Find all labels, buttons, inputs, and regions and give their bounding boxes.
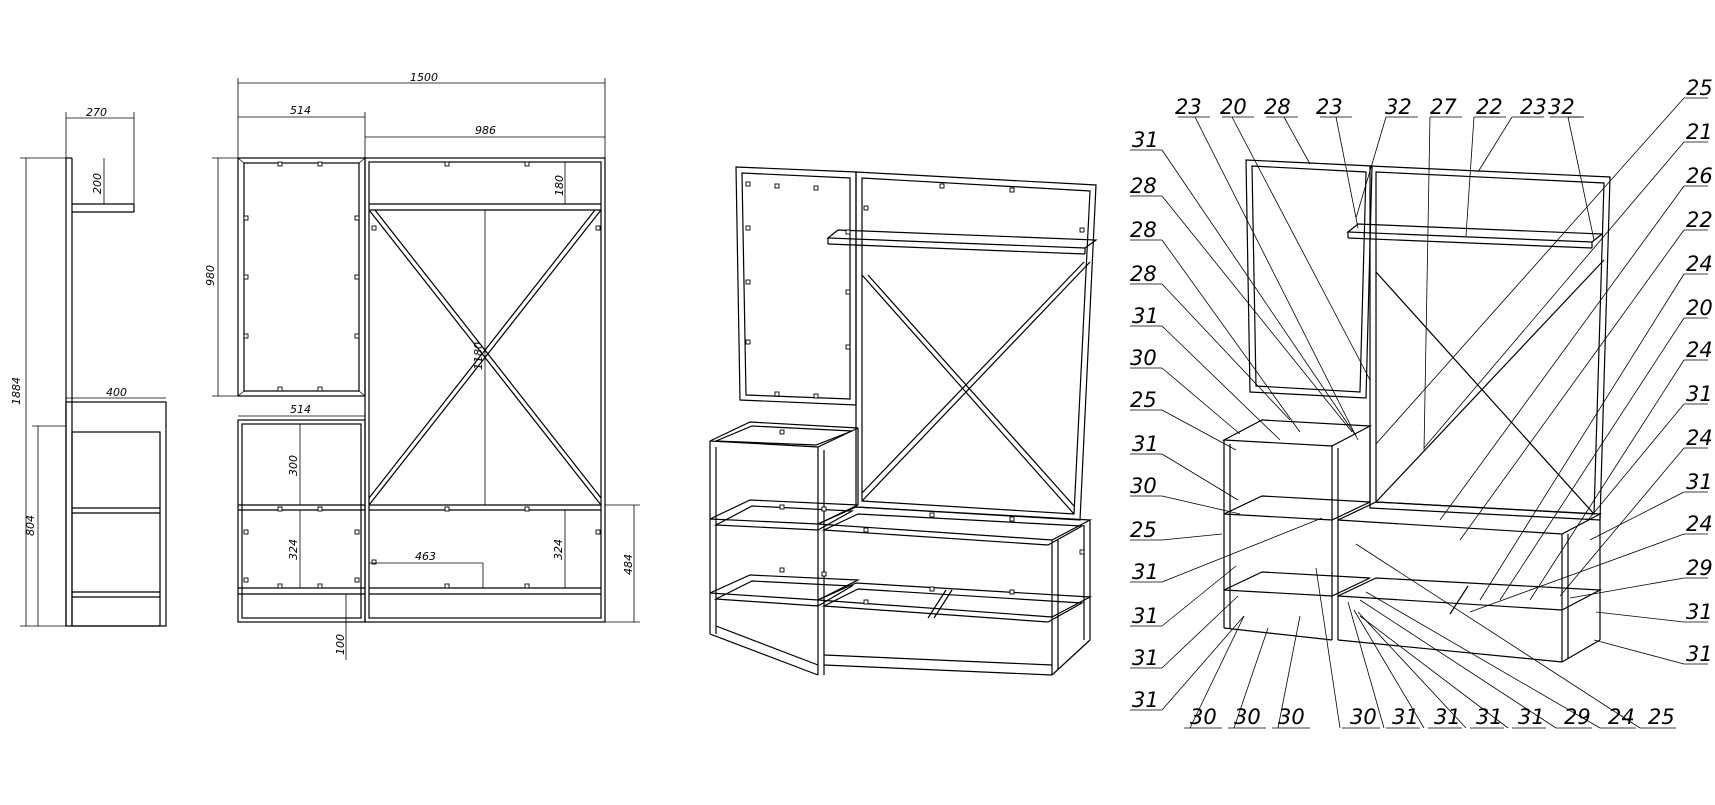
part-label: 31 <box>1434 705 1461 729</box>
dim-front-right-width: 986 <box>475 124 496 137</box>
part-label: 31 <box>1132 304 1159 328</box>
part-label: 29 <box>1686 556 1713 580</box>
dim-side-top-height: 200 <box>91 173 104 194</box>
iso-screw-markers <box>745 181 1085 605</box>
part-label: 32 <box>1548 95 1575 119</box>
part-label: 31 <box>1392 705 1419 729</box>
part-label: 31 <box>1686 382 1713 406</box>
part-labels-top: 23 20 28 23 32 27 22 23 32 <box>1175 95 1575 119</box>
part-label: 28 <box>1130 218 1157 242</box>
dim-front-top-shelf: 180 <box>553 175 566 196</box>
part-label: 27 <box>1430 95 1457 119</box>
part-label: 26 <box>1686 164 1713 188</box>
label-underlines <box>1184 116 1676 729</box>
part-label: 28 <box>1264 95 1291 119</box>
dim-front-cross-height: 1180 <box>472 342 485 370</box>
part-label: 28 <box>1130 262 1157 286</box>
leader-lines <box>1130 97 1708 729</box>
part-label: 25 <box>1130 518 1157 542</box>
isometric-view <box>709 166 1098 676</box>
part-label: 20 <box>1220 95 1247 119</box>
part-label: 25 <box>1648 705 1675 729</box>
part-label: 31 <box>1132 646 1159 670</box>
part-label: 31 <box>1686 600 1713 624</box>
screw-markers <box>243 161 601 589</box>
part-label: 31 <box>1686 642 1713 666</box>
part-label: 31 <box>1132 688 1159 712</box>
part-label: 28 <box>1130 174 1157 198</box>
dim-side-bottom-depth: 400 <box>106 386 127 399</box>
part-labels-bottom: 30 30 30 30 31 31 31 31 29 24 25 <box>1190 705 1675 729</box>
dim-side-total-height: 1884 <box>10 377 23 405</box>
dim-front-total-width: 1500 <box>410 71 438 84</box>
dim-front-bench-total: 484 <box>622 554 635 575</box>
part-label: 23 <box>1175 95 1202 119</box>
part-label: 21 <box>1686 120 1713 144</box>
part-label: 22 <box>1476 95 1503 119</box>
dim-side-bottom-height: 804 <box>24 515 37 536</box>
part-label: 23 <box>1520 95 1547 119</box>
part-label: 25 <box>1130 388 1157 412</box>
dim-front-left-width: 514 <box>290 104 311 117</box>
part-label: 30 <box>1278 705 1305 729</box>
part-label: 30 <box>1130 346 1157 370</box>
part-label: 30 <box>1130 474 1157 498</box>
part-label: 24 <box>1608 705 1635 729</box>
part-label: 23 <box>1316 95 1343 119</box>
dim-front-cabinet-upper: 300 <box>287 455 300 476</box>
part-label: 31 <box>1132 604 1159 628</box>
part-label: 30 <box>1350 705 1377 729</box>
part-label: 31 <box>1686 470 1713 494</box>
part-labels-right: 25 21 26 22 24 20 24 31 24 31 24 29 31 3… <box>1686 76 1713 666</box>
dim-front-cabinet-lower: 324 <box>287 539 300 560</box>
part-label: 24 <box>1686 252 1713 276</box>
part-label: 31 <box>1132 432 1159 456</box>
part-label: 32 <box>1385 95 1412 119</box>
dim-front-bench-height: 324 <box>552 539 565 560</box>
front-view: 1500 514 986 180 980 1180 514 300 324 46… <box>204 71 640 660</box>
part-label: 25 <box>1686 76 1713 100</box>
part-label: 24 <box>1686 426 1713 450</box>
exploded-view <box>1130 97 1708 729</box>
part-label: 29 <box>1564 705 1591 729</box>
dim-front-legs: 100 <box>334 634 347 655</box>
dim-side-top-depth: 270 <box>86 106 107 119</box>
part-label: 31 <box>1518 705 1545 729</box>
part-label: 31 <box>1132 560 1159 584</box>
side-view: 270 200 1884 400 804 <box>10 106 167 627</box>
dim-front-bench-shelf: 463 <box>415 550 436 563</box>
part-label: 20 <box>1686 296 1713 320</box>
part-labels-left: 31 28 28 28 31 30 25 31 30 25 31 31 31 3… <box>1130 128 1159 712</box>
dim-front-cabinet-width: 514 <box>290 403 311 416</box>
part-label: 31 <box>1476 705 1503 729</box>
part-label: 24 <box>1686 512 1713 536</box>
part-label: 30 <box>1234 705 1261 729</box>
part-label: 24 <box>1686 338 1713 362</box>
dim-front-mirror-height: 980 <box>204 265 217 286</box>
part-label: 22 <box>1686 208 1713 232</box>
part-label: 31 <box>1132 128 1159 152</box>
part-label: 30 <box>1190 705 1217 729</box>
